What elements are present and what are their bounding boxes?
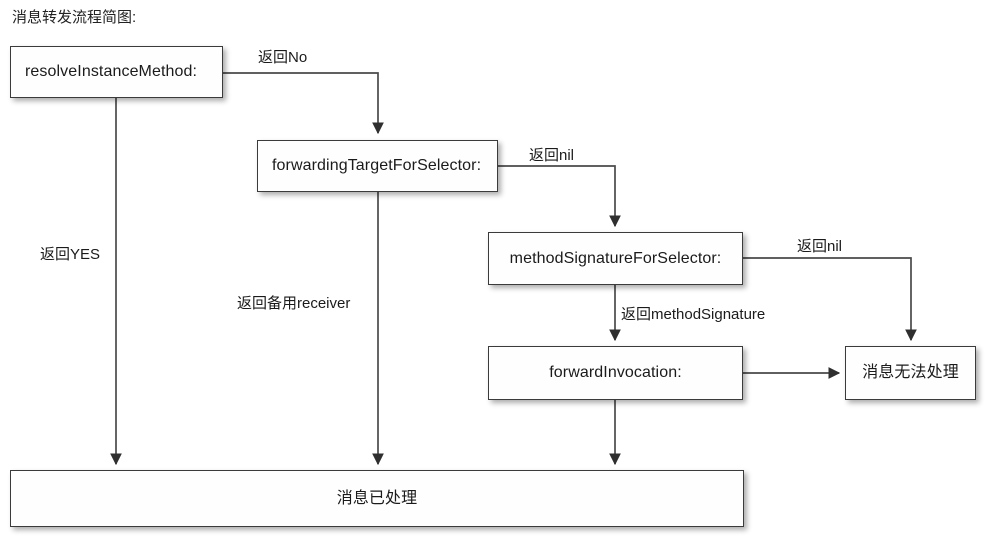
edge-label-return-yes: 返回YES <box>40 246 101 263</box>
edge-label-return-no: 返回No <box>258 49 308 66</box>
node-message-unhandled[interactable]: 消息无法处理 <box>845 346 976 400</box>
edge-label-return-backup-receiver: 返回备用receiver <box>237 295 351 312</box>
edge-label-return-method-signature: 返回methodSignature <box>621 306 766 323</box>
node-forwarding-target-for-selector[interactable]: forwardingTargetForSelector: <box>257 140 498 192</box>
edge-label-return-nil-signature: 返回nil <box>797 238 843 255</box>
node-forward-invocation[interactable]: forwardInvocation: <box>488 346 743 400</box>
node-method-signature-for-selector[interactable]: methodSignatureForSelector: <box>488 232 743 285</box>
edge-forwardingtarget-nil <box>498 165 621 228</box>
edge-label-return-nil-forwarding: 返回nil <box>529 147 575 164</box>
diagram-caption: 消息转发流程简图: <box>12 9 137 26</box>
edge-methodsignature-nil <box>743 257 917 342</box>
node-message-handled[interactable]: 消息已处理 <box>10 470 744 527</box>
edge-resolve-no <box>223 72 384 135</box>
node-resolve-instance-method[interactable]: resolveInstanceMethod: <box>10 46 223 98</box>
